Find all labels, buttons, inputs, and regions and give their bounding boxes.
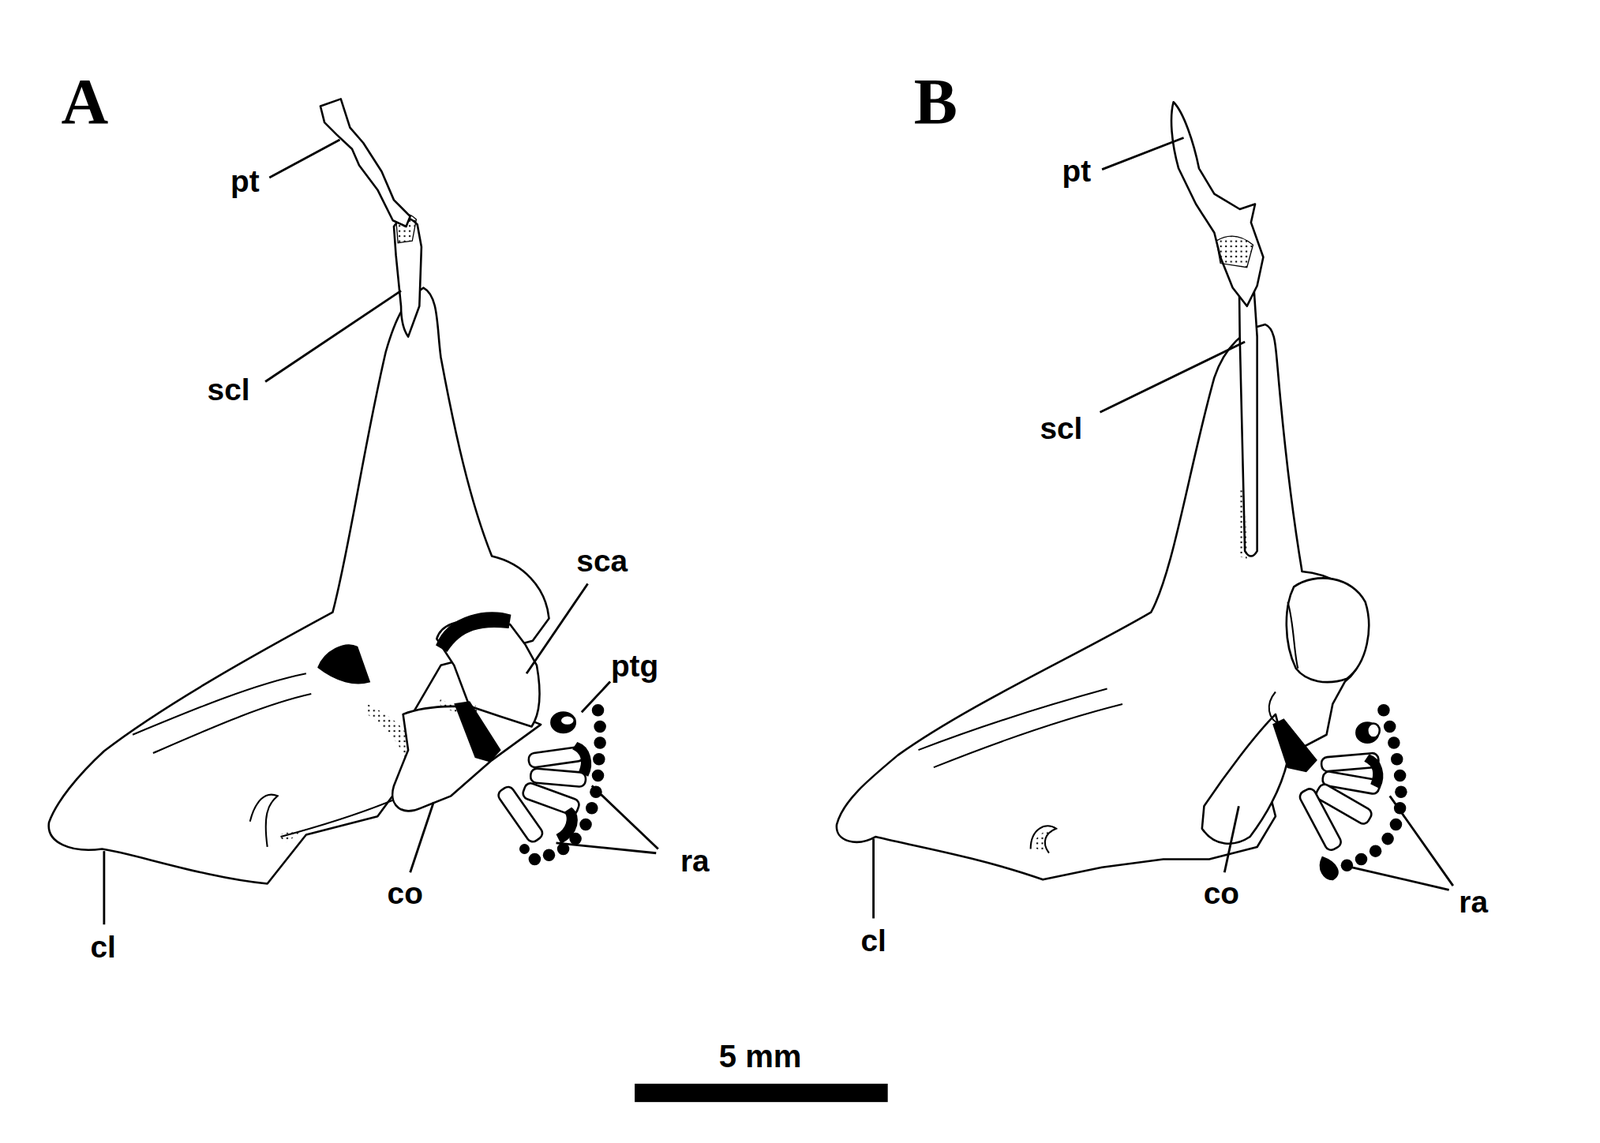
panel-a bbox=[48, 98, 659, 925]
part-label: scl bbox=[207, 374, 251, 405]
panel-letter: B bbox=[914, 69, 958, 135]
part-label: ptg bbox=[610, 651, 659, 682]
radial-dots bbox=[1341, 704, 1408, 872]
part-label: sca bbox=[576, 546, 628, 578]
scale-bar bbox=[634, 1083, 889, 1102]
scale-label: 5 mm bbox=[719, 1040, 802, 1072]
part-label: co bbox=[1203, 878, 1240, 910]
part-label: cl bbox=[860, 925, 886, 957]
radial-dots bbox=[519, 704, 607, 866]
panel-letter: A bbox=[60, 69, 109, 135]
part-label: scl bbox=[1039, 413, 1083, 445]
part-label: co bbox=[387, 878, 424, 910]
panel-b bbox=[836, 101, 1454, 919]
part-label: pt bbox=[230, 166, 260, 198]
part-label: ra bbox=[680, 846, 710, 877]
part-label: cl bbox=[89, 931, 116, 963]
part-label: ra bbox=[1458, 886, 1488, 918]
part-label: pt bbox=[1062, 156, 1092, 188]
